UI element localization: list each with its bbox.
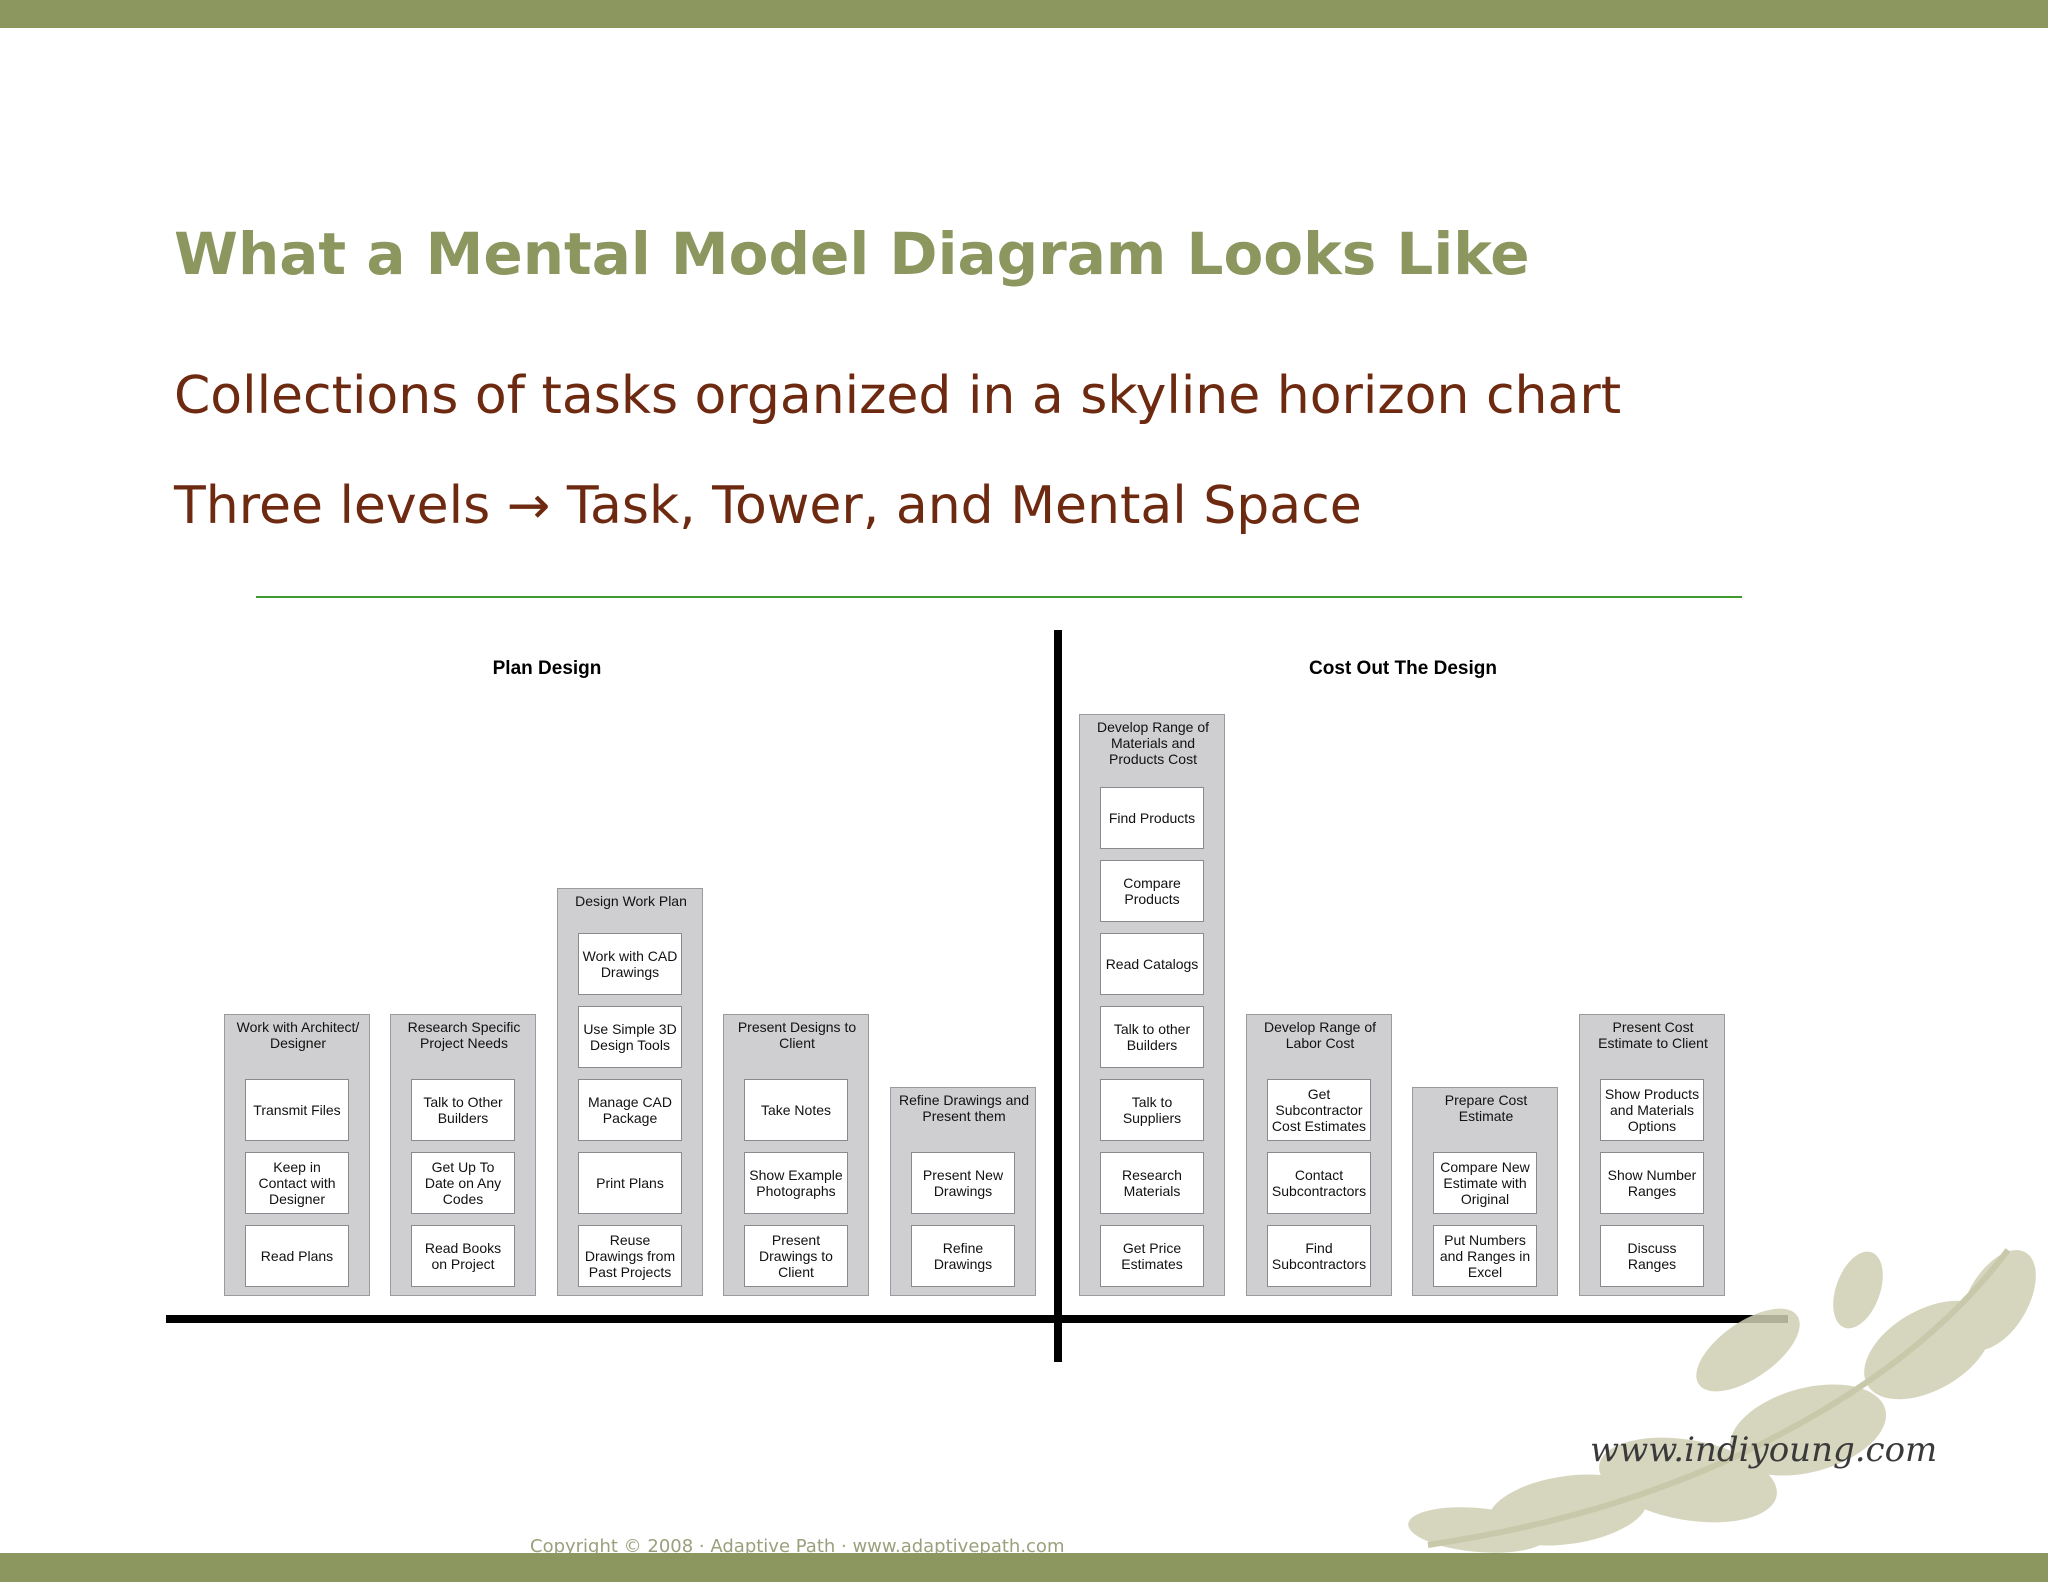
task-box: Talk to other Builders (1100, 1006, 1204, 1068)
task-box: Keep in Contact with Designer (245, 1152, 349, 1214)
task-box: Print Plans (578, 1152, 682, 1214)
bottom-band (0, 1553, 2048, 1582)
task-box: Get Subcontractor Cost Estimates (1267, 1079, 1371, 1141)
watermark-url: www.indiyoung.com (1590, 1430, 1938, 1470)
footer-copyright: Copyright © 2008 · Adaptive Path · www.a… (530, 1536, 1065, 1556)
tower-label: Develop Range of Labor Cost (1263, 1019, 1377, 1051)
task-box: Get Price Estimates (1100, 1225, 1204, 1287)
task-box: Refine Drawings (911, 1225, 1015, 1287)
task-box: Show Number Ranges (1600, 1152, 1704, 1214)
tower-label: Refine Drawings and Present them (899, 1092, 1029, 1124)
tower-label: Present Designs to Client (737, 1019, 857, 1051)
task-box: Read Plans (245, 1225, 349, 1287)
task-box: Show Example Photographs (744, 1152, 848, 1214)
task-box: Use Simple 3D Design Tools (578, 1006, 682, 1068)
task-box: Compare Products (1100, 860, 1204, 922)
top-band (0, 0, 2048, 28)
task-box: Find Subcontractors (1267, 1225, 1371, 1287)
task-box: Get Up To Date on Any Codes (411, 1152, 515, 1214)
tower-label: Present Cost Estimate to Client (1598, 1019, 1708, 1051)
bullet-skyline: Collections of tasks organized in a skyl… (174, 366, 1622, 426)
tower-label: Research Specific Project Needs (407, 1019, 521, 1051)
mental-space-divider (1054, 630, 1062, 1362)
task-box: Discuss Ranges (1600, 1225, 1704, 1287)
task-box: Read Books on Project (411, 1225, 515, 1287)
task-box: Talk to Suppliers (1100, 1079, 1204, 1141)
task-box: Talk to Other Builders (411, 1079, 515, 1141)
tower-label: Design Work Plan (575, 893, 687, 909)
task-box: Contact Subcontractors (1267, 1152, 1371, 1214)
tower-label: Develop Range of Materials and Products … (1096, 719, 1210, 767)
task-box: Work with CAD Drawings (578, 933, 682, 995)
task-box: Take Notes (744, 1079, 848, 1141)
task-box: Present New Drawings (911, 1152, 1015, 1214)
floral-watermark-icon (1408, 1248, 2036, 1553)
tower-label: Work with Architect/ Designer (236, 1019, 360, 1051)
task-box: Find Products (1100, 787, 1204, 849)
tower: Develop Range of Materials and Products … (1079, 714, 1225, 1296)
task-box: Reuse Drawings from Past Projects (578, 1225, 682, 1287)
mental-space-label-plan-design: Plan Design (492, 658, 602, 679)
diagram-baseline (166, 1315, 1788, 1323)
task-box: Show Products and Materials Options (1600, 1079, 1704, 1141)
bullet-three-levels: Three levels → Task, Tower, and Mental S… (174, 476, 1362, 536)
task-box: Research Materials (1100, 1152, 1204, 1214)
task-box: Transmit Files (245, 1079, 349, 1141)
green-rule (256, 596, 1742, 598)
task-box: Manage CAD Package (578, 1079, 682, 1141)
task-box: Present Drawings to Client (744, 1225, 848, 1287)
task-box: Put Numbers and Ranges in Excel (1433, 1225, 1537, 1287)
task-box: Read Catalogs (1100, 933, 1204, 995)
tower-label: Prepare Cost Estimate (1444, 1092, 1528, 1124)
slide-title: What a Mental Model Diagram Looks Like (174, 220, 1530, 288)
task-box: Compare New Estimate with Original (1433, 1152, 1537, 1214)
mental-space-label-cost-out-design: Cost Out The Design (1309, 658, 1497, 679)
